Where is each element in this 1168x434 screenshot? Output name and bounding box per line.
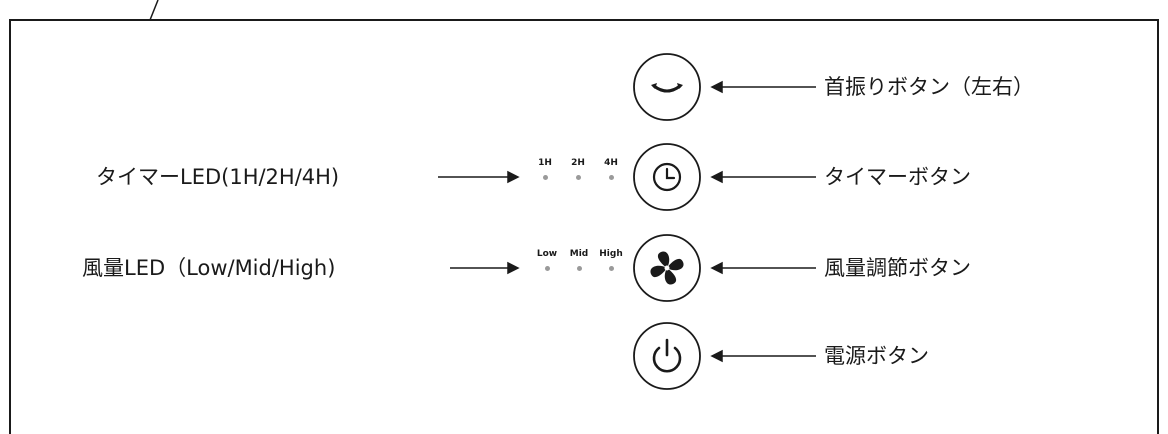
fan-led-high	[609, 266, 614, 271]
fan-icon	[633, 234, 701, 302]
fan-speed-button[interactable]	[632, 233, 702, 303]
fan-led-low	[545, 266, 550, 271]
fan-led-mid	[577, 266, 582, 271]
fan-led-label-mid: Mid	[569, 249, 589, 259]
timer-led-2h	[576, 175, 581, 180]
fan-speed-button-callout: 風量調節ボタン	[824, 256, 971, 280]
power-icon	[633, 322, 701, 390]
timer-button-callout: タイマーボタン	[824, 165, 971, 189]
power-button-callout: 電源ボタン	[824, 344, 929, 368]
fan-led-label-low: Low	[536, 249, 558, 259]
swing-button-callout: 首振りボタン（左右）	[824, 75, 1034, 99]
timer-led-label-4h: 4H	[604, 158, 618, 168]
timer-led-4h	[609, 175, 614, 180]
swing-button[interactable]	[632, 52, 702, 122]
timer-led-label-2h: 2H	[571, 158, 585, 168]
timer-led-label-1h: 1H	[538, 158, 552, 168]
fan-speed-led-callout: 風量LED（Low/Mid/High)	[82, 256, 336, 280]
swing-icon	[633, 53, 701, 121]
power-button[interactable]	[632, 321, 702, 391]
timer-led-callout: タイマーLED(1H/2H/4H)	[96, 165, 340, 189]
fan-led-label-high: High	[599, 249, 623, 259]
clock-icon	[633, 143, 701, 211]
timer-button[interactable]	[632, 142, 702, 212]
timer-led-1h	[543, 175, 548, 180]
